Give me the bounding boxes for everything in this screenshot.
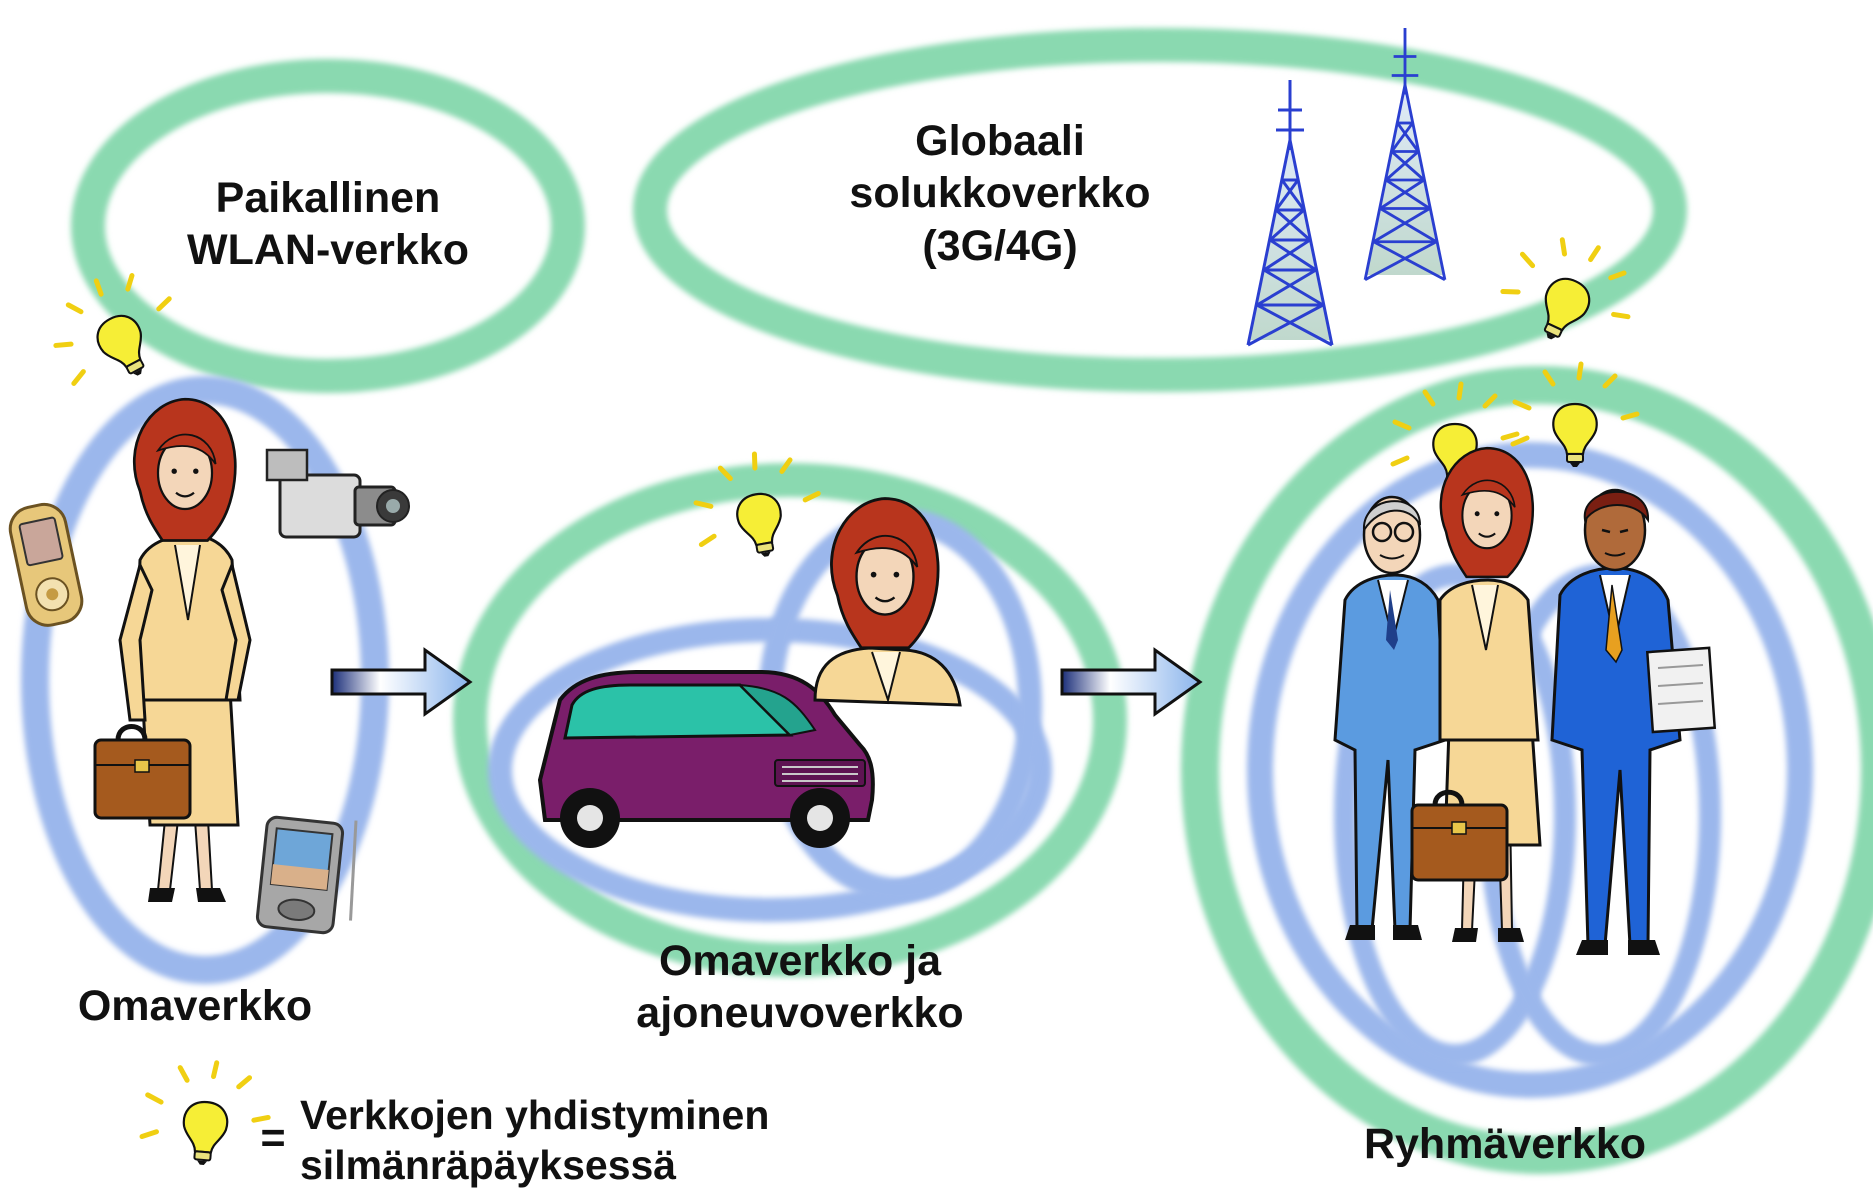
legend-text: Verkkojen yhdistyminen silmänräpäyksessä <box>300 1090 769 1190</box>
group-network-rings <box>1181 366 1873 1174</box>
cellular-network-label: Globaali solukkoverkko (3G/4G) <box>800 115 1200 272</box>
legend-text-line2: silmänräpäyksessä <box>300 1142 677 1189</box>
briefcase-icon <box>1410 789 1509 882</box>
cellular-label-line2: solukkoverkko <box>849 169 1151 218</box>
wlan-network-ring <box>71 59 585 393</box>
person-icon <box>1550 488 1717 955</box>
wlan-label-line2: WLAN-verkko <box>187 226 469 275</box>
legend-text-line1: Verkkojen yhdistyminen <box>300 1092 770 1138</box>
arrow-right-icon <box>1060 647 1203 717</box>
person-icon <box>1333 495 1447 940</box>
vehicle-label-line1: Omaverkko ja <box>658 937 942 985</box>
wlan-label-line1: Paikallinen <box>215 174 441 222</box>
arrow-right-icon <box>330 647 473 717</box>
cellular-network-ring <box>633 28 1687 392</box>
legend-equals: = <box>260 1114 286 1162</box>
group-label-text: Ryhmäverkko <box>1363 1120 1647 1168</box>
personal-network-label: Omaverkko <box>40 980 350 1032</box>
vehicle-network-label: Omaverkko ja ajoneuvoverkko <box>575 935 1025 1040</box>
wlan-network-label: Paikallinen WLAN-verkko <box>150 172 506 277</box>
mobile-phone-icon <box>8 502 84 627</box>
group-network-label: Ryhmäverkko <box>1330 1118 1680 1170</box>
vehicle-label-line2: ajoneuvoverkko <box>636 989 964 1038</box>
pda-icon <box>255 815 358 935</box>
person-icon <box>813 497 962 707</box>
cellular-label-line3: (3G/4G) <box>922 221 1078 270</box>
van-icon <box>537 670 875 848</box>
briefcase-icon <box>93 724 192 820</box>
vehicle-network-rings <box>453 463 1127 977</box>
lightbulb-icon <box>687 444 827 562</box>
cellular-label-line1: Globaali <box>915 117 1085 165</box>
video-camera-icon <box>265 448 410 539</box>
person-icon <box>118 397 252 902</box>
cell-tower-icon <box>1246 78 1334 347</box>
lightbulb-icon <box>140 1057 273 1168</box>
personal-label-text: Omaverkko <box>77 982 313 1030</box>
